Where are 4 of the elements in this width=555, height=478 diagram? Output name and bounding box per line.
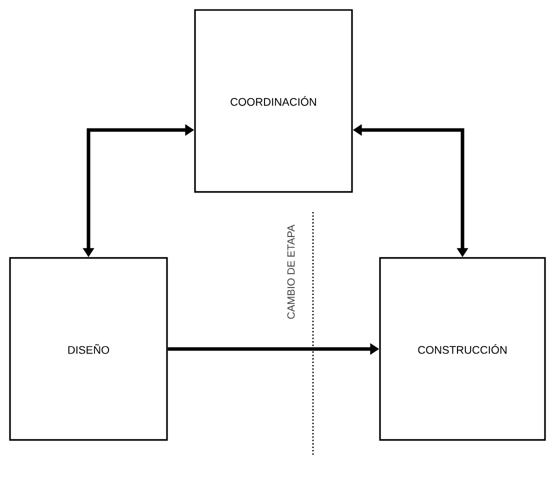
stage-label: CAMBIO DE ETAPA — [287, 224, 295, 319]
process-box: CONSTRUCCIÓN — [379, 257, 546, 441]
process-box: DISEÑO — [9, 257, 168, 441]
process-box: COORDINACIÓN — [194, 9, 353, 193]
